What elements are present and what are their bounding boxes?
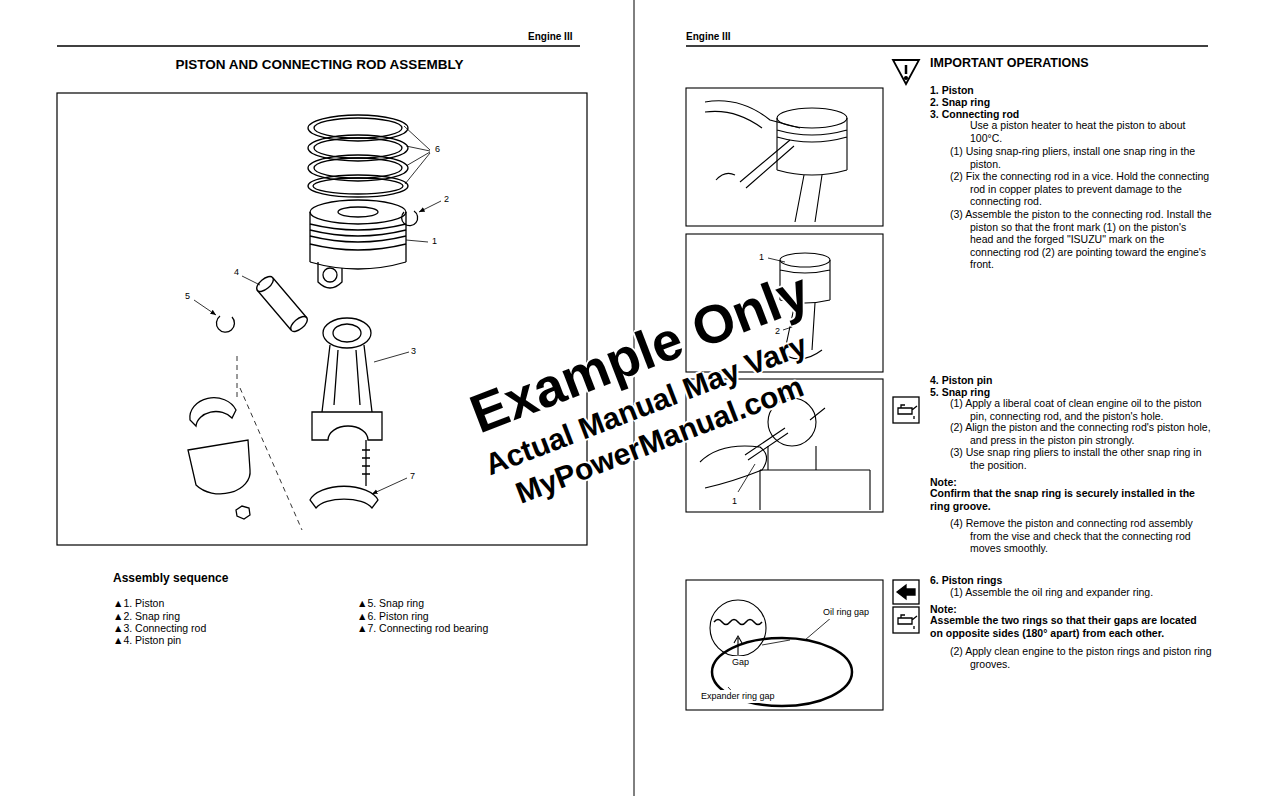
note-label: Note:: [930, 603, 957, 616]
section-heading: IMPORTANT OPERATIONS: [930, 56, 1089, 71]
note-text: Assemble the two rings so that their gap…: [930, 614, 1212, 639]
callout-number: 1: [731, 495, 738, 508]
step-title: 4. Piston pin: [930, 374, 992, 387]
callout-number: 3: [410, 345, 417, 358]
sequence-item: ▲6. Piston ring: [357, 610, 429, 623]
instruction: (3) Use snap ring pliers to install the …: [950, 446, 1212, 471]
instruction: (1) Apply a liberal coat of clean engine…: [950, 397, 1212, 422]
sequence-item: ▲3. Connecting rod: [113, 622, 206, 635]
instruction: (1) Using snap-ring pliers, install one …: [950, 145, 1212, 170]
instruction: (4) Remove the piston and connecting rod…: [950, 517, 1212, 555]
note-text: Confirm that the snap ring is securely i…: [930, 487, 1212, 512]
instruction: Use a piston heater to heat the piston t…: [970, 119, 1210, 144]
callout-number: 7: [409, 470, 416, 483]
step-title: 1. Piston: [930, 84, 974, 97]
figure-label: Expander ring gap: [700, 690, 776, 703]
page-title: PISTON AND CONNECTING ROD ASSEMBLY: [57, 57, 582, 73]
callout-number: 1: [758, 251, 765, 264]
step-title: 2. Snap ring: [930, 96, 990, 109]
callout-number: 6: [434, 143, 441, 156]
instruction: (3) Assemble the piston to the connectin…: [950, 208, 1212, 271]
step-title: 6. Piston rings: [930, 574, 1002, 587]
page-header: Engine III: [686, 31, 730, 44]
sequence-item: ▲5. Snap ring: [357, 597, 424, 610]
callout-number: 5: [184, 290, 191, 303]
step-title: 3. Connecting rod: [930, 108, 1019, 121]
sequence-item: ▲4. Piston pin: [113, 634, 181, 647]
callout-number: 4: [233, 266, 240, 279]
figure-label: Oil ring gap: [822, 606, 870, 619]
section-heading: Assembly sequence: [113, 571, 228, 585]
note-label: Note:: [930, 476, 957, 489]
instruction: (2) Fix the connecting rod in a vice. Ho…: [950, 170, 1212, 208]
callout-number: 2: [443, 193, 450, 206]
instruction: (2) Align the piston and the connecting …: [950, 421, 1212, 446]
page-header: Engine III: [528, 31, 572, 44]
figure-label: Gap: [731, 656, 750, 669]
sequence-item: ▲7. Connecting rod bearing: [357, 622, 488, 635]
sequence-item: ▲2. Snap ring: [113, 610, 180, 623]
step-title: 5. Snap ring: [930, 386, 990, 399]
callout-number: 1: [431, 235, 438, 248]
instruction: (1) Assemble the oil ring and expander r…: [950, 586, 1212, 599]
sequence-item: ▲1. Piston: [113, 597, 164, 610]
instruction: (2) Apply clean engine to the piston rin…: [950, 645, 1212, 670]
